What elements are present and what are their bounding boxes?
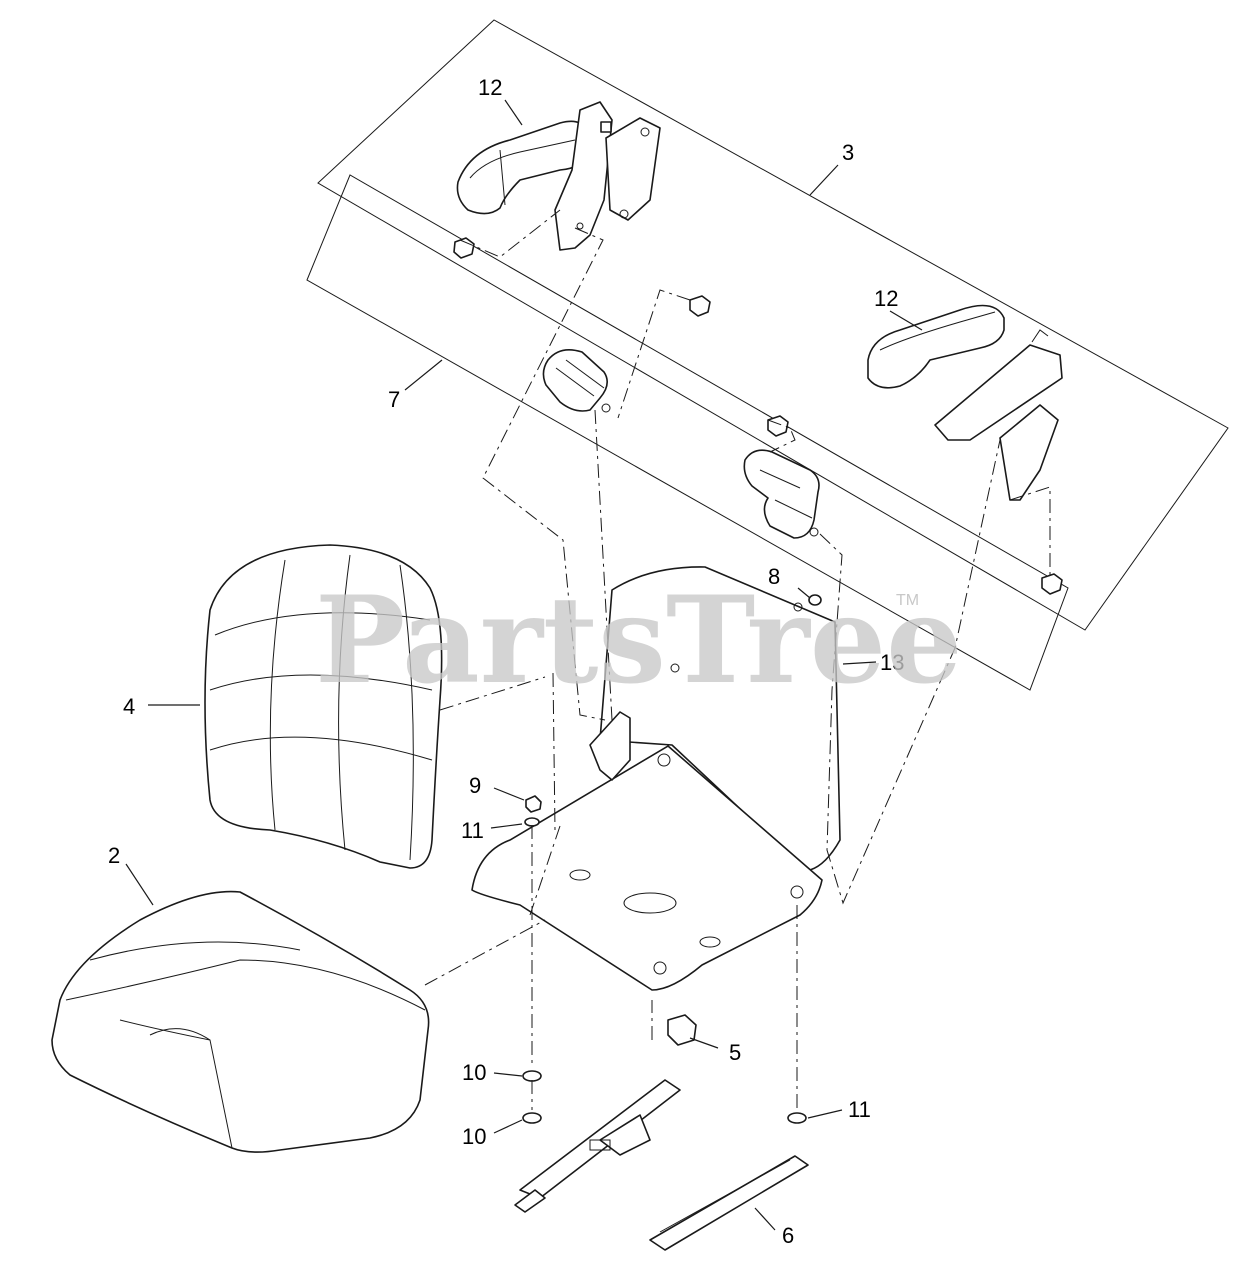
left-armrest[interactable] xyxy=(456,101,661,251)
parts-tree-watermark: PartsTree xyxy=(315,570,962,711)
callout-12-right-armrest: 12 xyxy=(874,286,898,311)
seat-switch[interactable] xyxy=(667,1014,697,1046)
trademark-mark: TM xyxy=(896,592,919,609)
callout-9: 9 xyxy=(469,773,481,798)
callout-4-seat-back: 4 xyxy=(123,694,135,719)
assembly-lines xyxy=(424,209,1051,1110)
callout-10-upper: 10 xyxy=(462,1060,486,1085)
washer-11-upper[interactable] xyxy=(524,817,540,827)
left-seat-slide[interactable] xyxy=(514,1079,681,1213)
washer-11-lower[interactable] xyxy=(787,1112,807,1124)
nut-left[interactable] xyxy=(453,237,475,259)
callout-2-seat-bottom: 2 xyxy=(108,843,120,868)
callout-6-slide: 6 xyxy=(782,1223,794,1248)
kit-3-outline xyxy=(317,19,1229,631)
bolt-upper-center[interactable] xyxy=(689,295,711,317)
callout-3-kit: 3 xyxy=(842,140,854,165)
callout-7-kit: 7 xyxy=(388,387,400,412)
seat-belt-right[interactable] xyxy=(743,449,820,539)
seat-bottom-cushion[interactable] xyxy=(51,890,430,1153)
seat-back-cushion[interactable] xyxy=(204,544,443,869)
callout-11-upper: 11 xyxy=(461,818,484,843)
kit-7-outline xyxy=(306,174,1069,691)
callout-5-switch: 5 xyxy=(729,1040,741,1065)
callout-8: 8 xyxy=(768,564,780,589)
callout-12-left-armrest: 12 xyxy=(478,75,502,100)
bolt-8[interactable] xyxy=(808,594,822,606)
washer-10-upper[interactable] xyxy=(522,1070,542,1082)
seat-pan[interactable] xyxy=(471,566,841,991)
right-armrest[interactable] xyxy=(867,304,1063,501)
bolt-middle[interactable] xyxy=(767,415,789,437)
right-seat-slide[interactable] xyxy=(649,1155,809,1251)
callout-13-seat-pan: 13 xyxy=(880,650,904,675)
callout-10-lower: 10 xyxy=(462,1124,486,1149)
nut-9[interactable] xyxy=(525,795,542,813)
washer-10-lower[interactable] xyxy=(522,1112,542,1124)
nut-right[interactable] xyxy=(1041,573,1063,595)
seat-belt-left[interactable] xyxy=(542,349,611,413)
callout-11-lower: 11 xyxy=(848,1097,871,1122)
